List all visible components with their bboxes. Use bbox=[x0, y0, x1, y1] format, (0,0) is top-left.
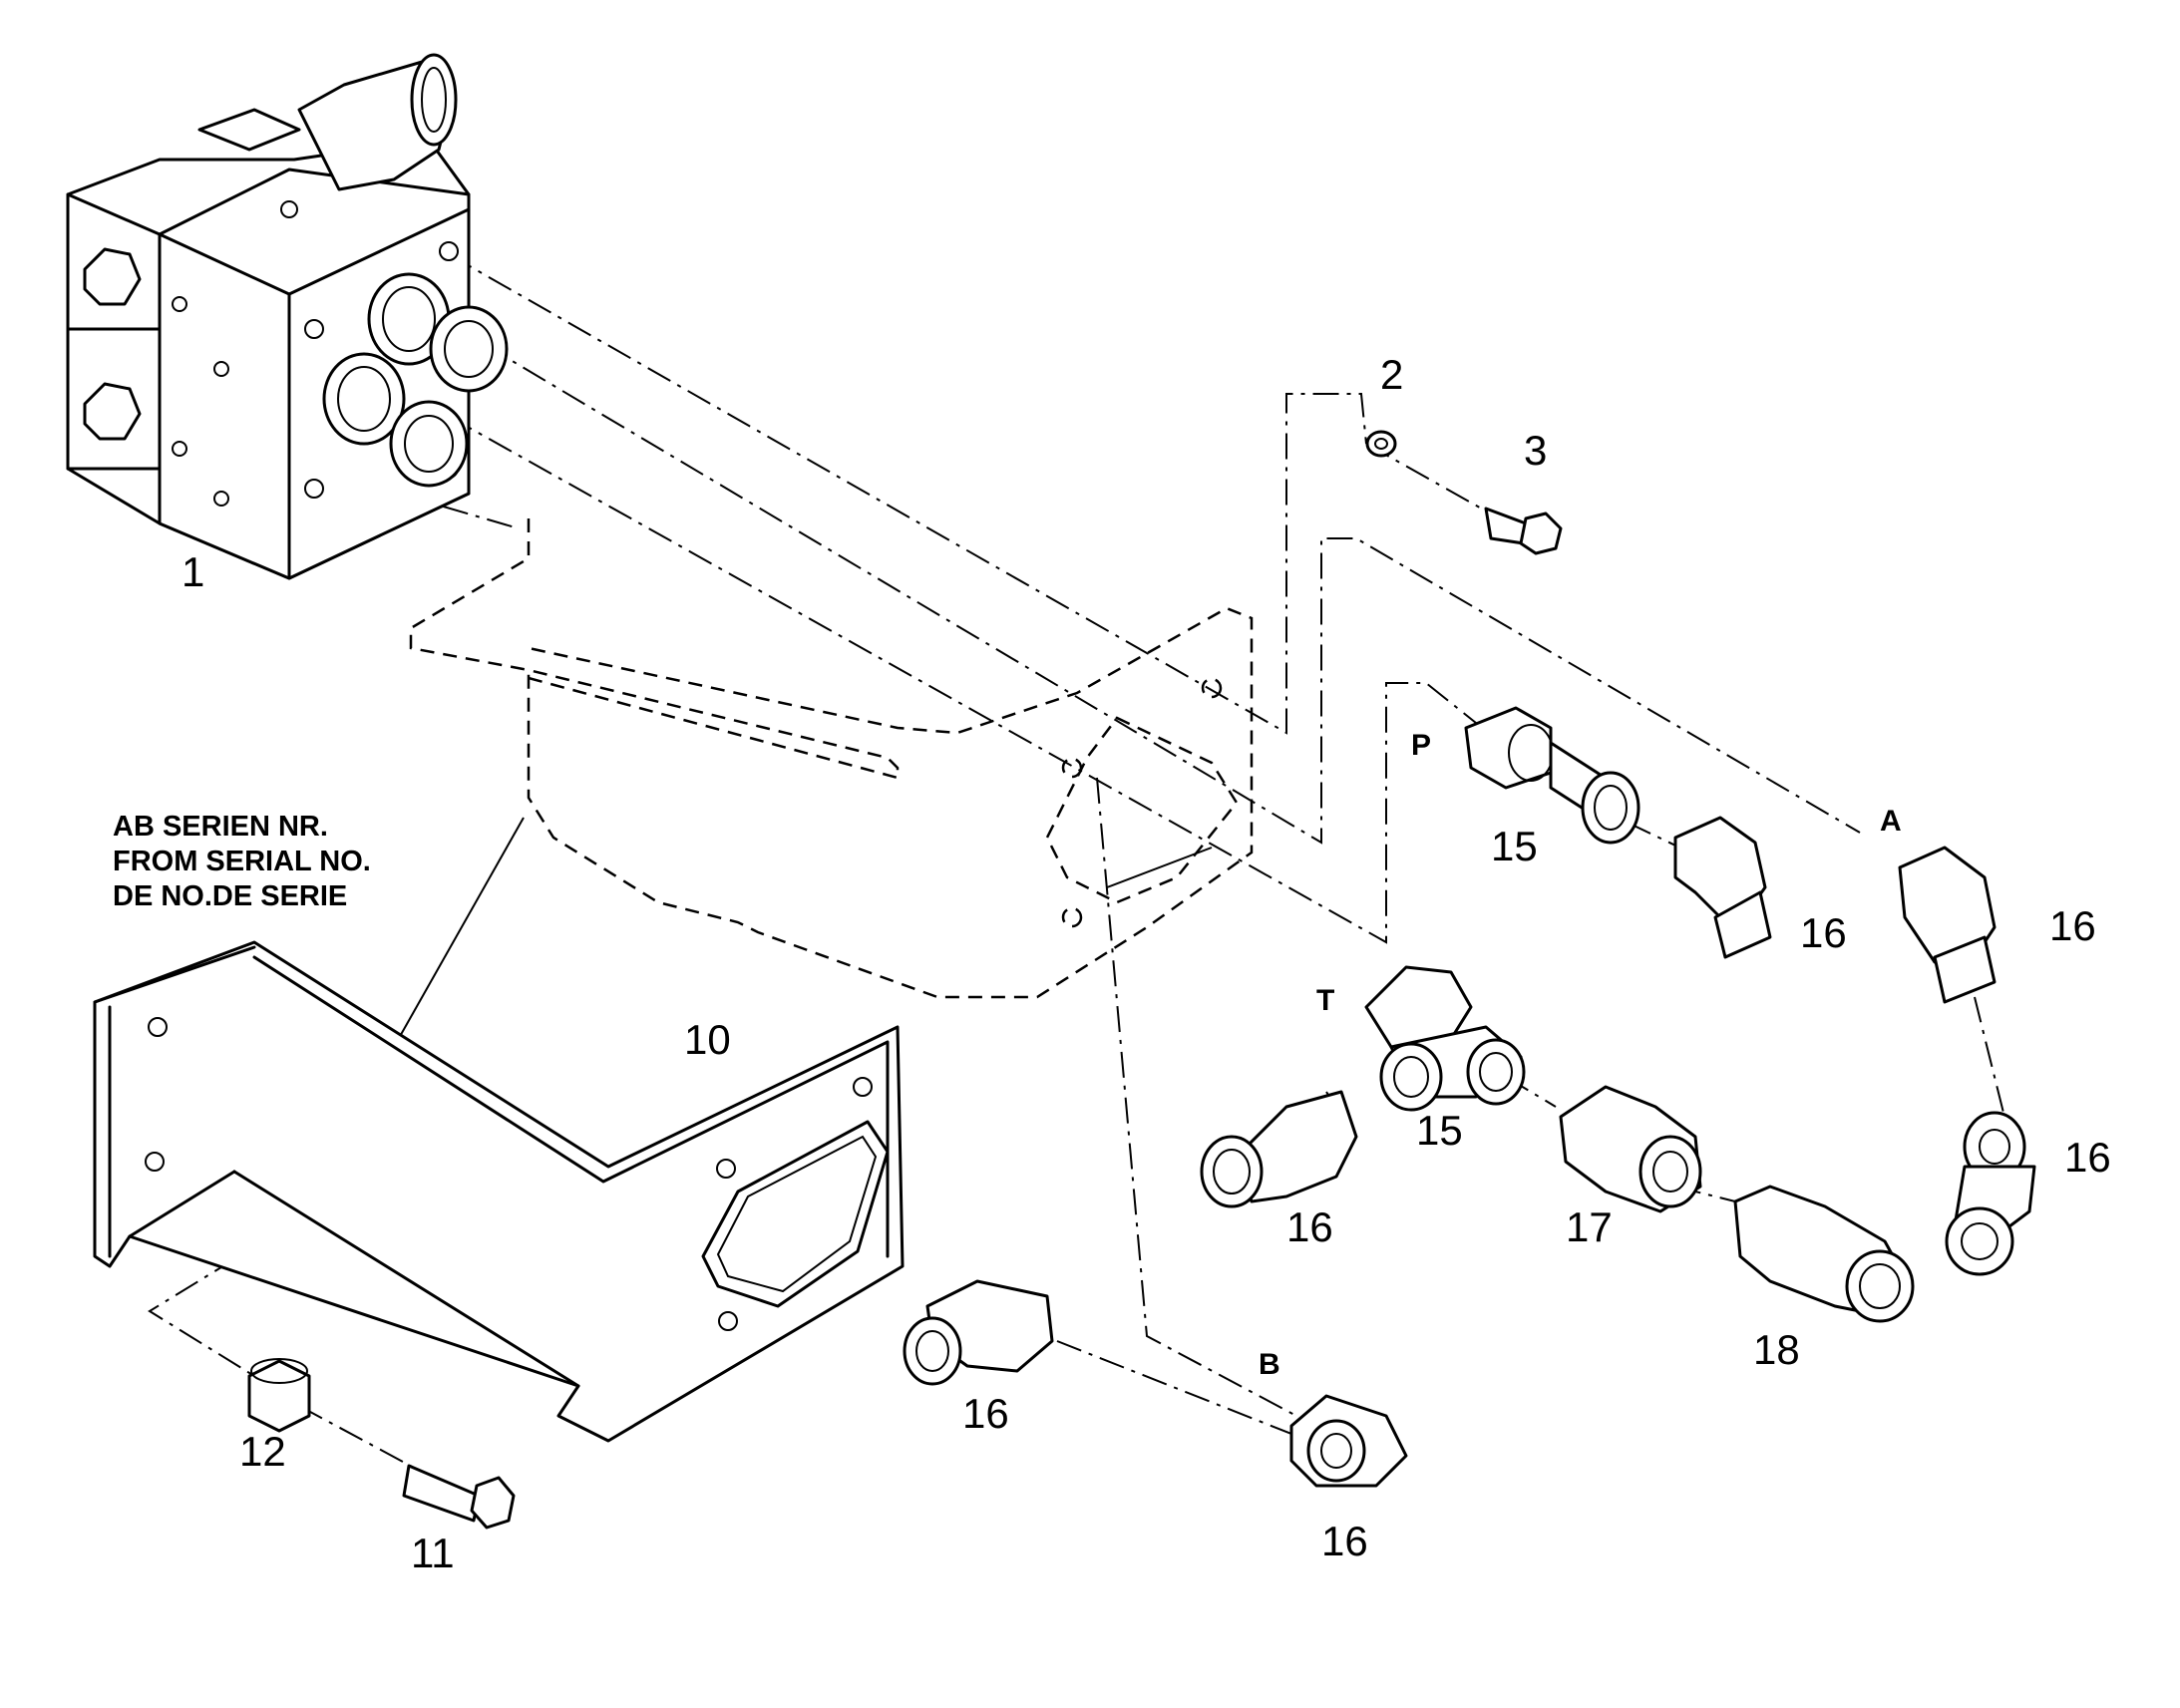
bulkhead-connector bbox=[1733, 1185, 1915, 1323]
note-line-1: AB SERIEN NR. bbox=[113, 811, 328, 843]
cap-screw bbox=[402, 1464, 516, 1530]
port-label-p: P bbox=[1411, 729, 1431, 762]
part-number-17: 17 bbox=[1566, 1203, 1613, 1250]
part-number-15-t: 15 bbox=[1416, 1107, 1463, 1154]
note-line-2: FROM SERIAL NO. bbox=[113, 846, 371, 877]
part-number-15-p: 15 bbox=[1491, 823, 1538, 869]
spacer-sleeve bbox=[247, 1358, 311, 1433]
part-number-16-d: 16 bbox=[1286, 1203, 1333, 1250]
tee-fitting-p bbox=[1464, 706, 1640, 845]
part-number-12: 12 bbox=[239, 1428, 286, 1475]
elbow-fitting-4 bbox=[1200, 1090, 1358, 1208]
part-number-16-f: 16 bbox=[1321, 1518, 1368, 1564]
elbow-fitting-3 bbox=[1945, 1111, 2036, 1276]
part-number-3: 3 bbox=[1524, 427, 1547, 474]
note-line-3: DE NO.DE SERIE bbox=[113, 880, 347, 912]
part-number-11: 11 bbox=[411, 1530, 455, 1576]
port-labels: P T A B bbox=[1259, 729, 1902, 1381]
port-label-b: B bbox=[1259, 1348, 1280, 1381]
serial-number-note: AB SERIEN NR. FROM SERIAL NO. DE NO.DE S… bbox=[113, 811, 371, 912]
bracket bbox=[93, 940, 905, 1443]
part-number-16-e: 16 bbox=[962, 1390, 1009, 1437]
previous-bracket-hidden bbox=[393, 518, 1254, 1048]
hex-bolt bbox=[1484, 507, 1563, 555]
part-number-16-a: 16 bbox=[1800, 909, 1847, 956]
elbow-fitting-6 bbox=[1289, 1394, 1408, 1488]
elbow-fitting-1 bbox=[1673, 816, 1772, 959]
port-label-a: A bbox=[1880, 805, 1902, 838]
part-number-16-c: 16 bbox=[2064, 1134, 2111, 1181]
elbow-fitting-2 bbox=[1898, 846, 1997, 1004]
part-number-callouts: 1 2 3 10 11 12 15 15 16 16 16 16 16 16 1… bbox=[182, 351, 2111, 1576]
washer bbox=[1365, 430, 1397, 458]
straight-connector bbox=[1559, 1085, 1702, 1213]
part-number-16-b: 16 bbox=[2049, 902, 2096, 949]
part-number-10: 10 bbox=[684, 1016, 731, 1063]
part-number-2: 2 bbox=[1380, 351, 1403, 398]
part-number-18: 18 bbox=[1753, 1326, 1800, 1373]
part-number-1: 1 bbox=[182, 548, 204, 595]
valve-block bbox=[66, 53, 509, 580]
tee-fitting-t bbox=[1364, 965, 1526, 1112]
port-label-t: T bbox=[1316, 984, 1334, 1017]
elbow-fitting-5 bbox=[903, 1279, 1054, 1386]
